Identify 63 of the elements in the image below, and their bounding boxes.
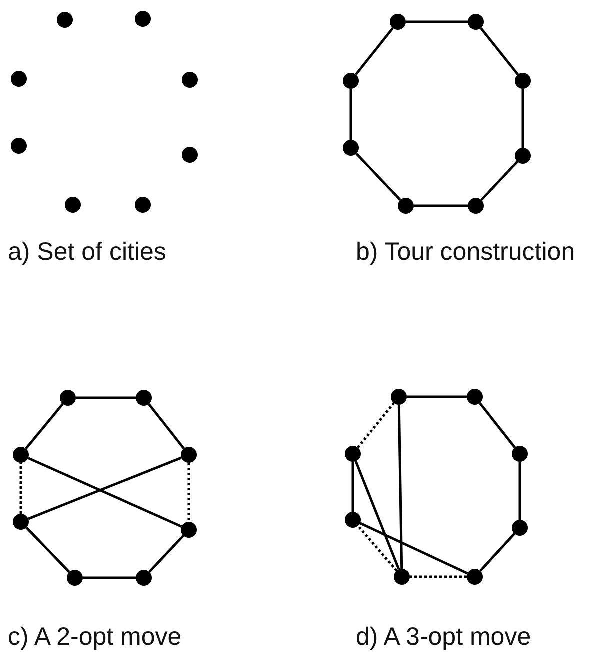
connector-line bbox=[356, 152, 402, 202]
connector-line bbox=[148, 404, 186, 450]
city-dot bbox=[467, 569, 483, 585]
city-dot bbox=[13, 447, 29, 463]
connector-line bbox=[360, 522, 468, 575]
connector-line bbox=[480, 160, 518, 202]
connector-line bbox=[522, 89, 524, 148]
city-dot bbox=[343, 140, 359, 156]
city-dot bbox=[343, 73, 359, 89]
city-dot bbox=[398, 198, 414, 214]
panel-caption: a) Set of cities bbox=[8, 240, 166, 265]
connector-line bbox=[354, 460, 400, 570]
city-dot bbox=[11, 71, 27, 87]
connector-line bbox=[352, 462, 354, 512]
city-dot bbox=[60, 390, 76, 406]
city-dot bbox=[391, 389, 407, 405]
dotted-line bbox=[20, 463, 22, 514]
dotted-line bbox=[188, 463, 190, 522]
city-dot bbox=[181, 447, 197, 463]
connector-line bbox=[406, 20, 468, 24]
connector-line bbox=[398, 404, 404, 570]
city-dot bbox=[57, 12, 73, 28]
city-dot bbox=[65, 197, 81, 213]
city-dot bbox=[182, 72, 198, 88]
city-dot bbox=[515, 73, 531, 89]
connector-line bbox=[480, 27, 519, 76]
connector-line bbox=[83, 576, 136, 580]
city-dot bbox=[512, 520, 528, 536]
city-dot bbox=[181, 522, 197, 538]
connector-line bbox=[355, 27, 394, 76]
city-dot bbox=[135, 197, 151, 213]
city-dot bbox=[136, 390, 152, 406]
connector-line bbox=[25, 403, 64, 450]
connector-line bbox=[479, 533, 516, 572]
city-dot bbox=[394, 569, 410, 585]
dotted-line bbox=[357, 402, 395, 449]
city-dot bbox=[136, 570, 152, 586]
connector-line bbox=[76, 396, 136, 400]
panel-caption: d) A 3-opt move bbox=[356, 625, 532, 650]
city-dot bbox=[345, 512, 361, 528]
connector-line bbox=[148, 534, 184, 574]
connector-line bbox=[407, 396, 467, 398]
city-dot bbox=[468, 198, 484, 214]
panel-caption: c) A 2-opt move bbox=[8, 625, 182, 650]
connector-line bbox=[478, 402, 516, 448]
dotted-line bbox=[357, 525, 398, 572]
city-dot bbox=[11, 138, 27, 154]
connector-line bbox=[26, 526, 70, 574]
dotted-line bbox=[410, 576, 467, 578]
city-dot bbox=[13, 514, 29, 530]
city-dot bbox=[345, 446, 361, 462]
city-dot bbox=[515, 148, 531, 164]
panel-caption: b) Tour construction bbox=[356, 240, 576, 265]
connector-line bbox=[518, 462, 522, 520]
city-dot bbox=[135, 11, 151, 27]
city-dot bbox=[512, 446, 528, 462]
city-dot bbox=[467, 389, 483, 405]
city-dot bbox=[390, 14, 406, 30]
city-dot bbox=[67, 570, 83, 586]
city-dot bbox=[182, 147, 198, 163]
connector-line bbox=[350, 89, 352, 140]
city-dot bbox=[468, 14, 484, 30]
connector-line bbox=[414, 204, 468, 208]
